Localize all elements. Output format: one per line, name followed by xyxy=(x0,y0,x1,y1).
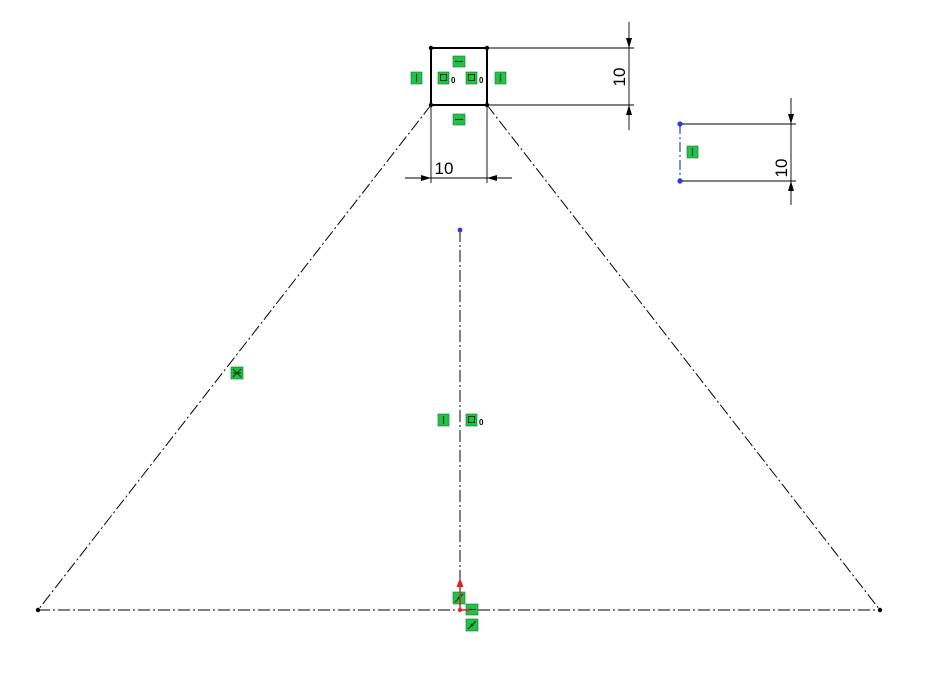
origin-icon[interactable] xyxy=(456,578,471,612)
centerline-top-endpoint[interactable] xyxy=(457,227,463,233)
coincident-relation-icon[interactable] xyxy=(452,591,466,605)
dimension-line-length[interactable]: 10 xyxy=(682,98,796,205)
square-corner-top-left[interactable] xyxy=(428,45,434,51)
svg-text:0: 0 xyxy=(479,418,484,427)
square-corner-bottom-right[interactable] xyxy=(484,102,490,108)
square-corner-top-right[interactable] xyxy=(484,45,490,51)
triangle-right-edge[interactable] xyxy=(486,104,881,611)
horizontal-relation-icon[interactable] xyxy=(452,113,466,126)
equal-relation-icon[interactable]: 0 xyxy=(465,71,484,85)
square-corner-bottom-left[interactable] xyxy=(428,102,434,108)
selected-vertical-line-group xyxy=(677,121,683,184)
square-width-value[interactable]: 10 xyxy=(435,159,454,178)
vertical-relation-icon[interactable] xyxy=(686,145,699,159)
vertical-relation-icon[interactable] xyxy=(410,71,423,85)
dimension-square-height[interactable]: 10 xyxy=(489,22,634,130)
svg-text:0: 0 xyxy=(451,76,456,85)
line-length-value[interactable]: 10 xyxy=(772,159,791,178)
midpoint-relation-icon[interactable] xyxy=(230,366,244,380)
svg-text:0: 0 xyxy=(479,76,484,85)
vertical-relation-icon[interactable] xyxy=(494,71,507,85)
sketch-points xyxy=(35,45,883,613)
equal-relation-icon[interactable]: 0 xyxy=(465,413,484,427)
triangle-left-vertex[interactable] xyxy=(35,607,41,613)
vertical-relation-icon[interactable] xyxy=(437,413,450,427)
selected-line-bottom-endpoint[interactable] xyxy=(677,178,683,184)
triangle-left-edge[interactable] xyxy=(37,104,432,611)
dimension-square-width[interactable]: 10 xyxy=(405,107,512,183)
triangle-right-vertex[interactable] xyxy=(877,607,883,613)
equal-relation-icon[interactable]: 0 xyxy=(437,71,456,85)
top-square[interactable] xyxy=(430,47,488,106)
coincident-relation-icon[interactable] xyxy=(465,618,479,632)
square-height-value[interactable]: 10 xyxy=(610,68,629,87)
selected-line-top-endpoint[interactable] xyxy=(677,121,683,127)
horizontal-relation-icon[interactable] xyxy=(452,55,466,68)
relation-markers: 0 0 0 xyxy=(230,55,699,632)
